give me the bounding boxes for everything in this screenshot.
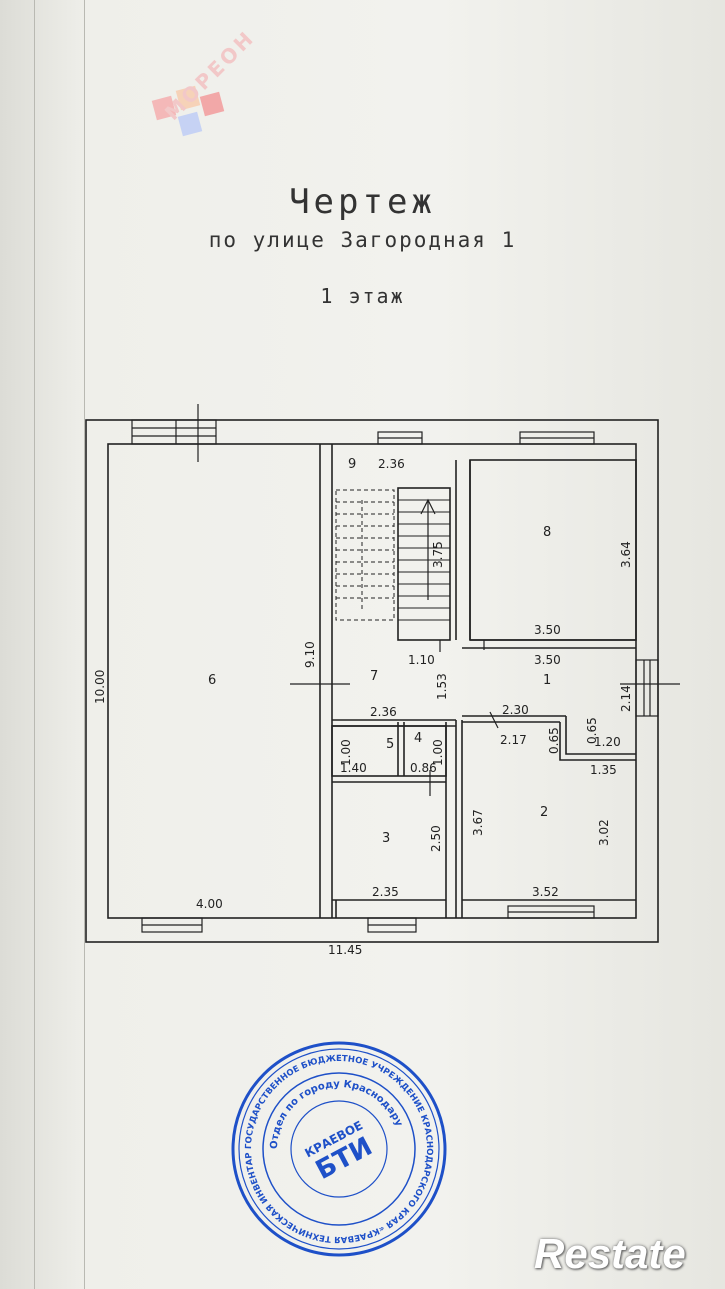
dim-stair-length: 3.75: [431, 541, 445, 568]
room-number-7: 7: [370, 669, 378, 684]
drawing-subtitle: по улице Загородная 1: [208, 228, 517, 252]
dim-r2-left: 3.67: [471, 809, 485, 836]
drawing-title: Чертеж: [289, 182, 436, 222]
dim-r8-width: 3.50: [534, 623, 561, 637]
dim-r5-width: 1.40: [340, 761, 367, 775]
dim-step-b: 0.65: [585, 717, 599, 744]
paper-edge-line: [34, 0, 35, 1289]
restate-watermark: Restate: [534, 1230, 686, 1277]
dim-r1-height: 2.14: [619, 685, 633, 712]
dim-step-a: 0.65: [547, 727, 561, 754]
dim-r9-width: 2.36: [378, 457, 405, 471]
dim-r2-right: 3.02: [597, 819, 611, 846]
room-number-8: 8: [543, 525, 551, 540]
room-number-4: 4: [414, 731, 422, 746]
room-number-2: 2: [540, 805, 548, 820]
dim-step-c: 1.20: [594, 735, 621, 749]
room-number-1: 1: [543, 673, 551, 688]
dim-corr-width: 1.10: [408, 653, 435, 667]
dim-r2-width: 3.52: [532, 885, 559, 899]
dim-r3-height: 2.50: [429, 825, 443, 852]
dim-r4-width: 0.86: [410, 761, 437, 775]
room-number-3: 3: [382, 831, 390, 846]
room-number-5: 5: [386, 737, 394, 752]
dim-r1-width: 3.50: [534, 653, 561, 667]
dim-total-height: 10.00: [93, 670, 107, 704]
room-number-6: 6: [208, 673, 216, 688]
dim-r6-height: 9.10: [303, 641, 317, 668]
dim-r5-height: 1.00: [339, 739, 353, 766]
dim-r4-height: 1.00: [431, 739, 445, 766]
floor-label: 1 этаж: [320, 284, 405, 308]
dim-step-d: 1.35: [590, 763, 617, 777]
paper-edge-line: [84, 0, 85, 1289]
dim-r1-bottom: 2.30: [502, 703, 529, 717]
dim-r3-width: 2.35: [372, 885, 399, 899]
bti-stamp-icon: ГОСУДАРСТВЕННОЕ БЮДЖЕТНОЕ УЧРЕЖДЕНИЕ КРА…: [228, 1038, 447, 1257]
dim-r8-height: 3.64: [619, 541, 633, 568]
dim-r7-width: 2.36: [370, 705, 397, 719]
dim-total-width: 11.45: [328, 943, 362, 957]
room-number-9: 9: [348, 457, 356, 472]
dim-r6-width: 4.00: [196, 897, 223, 911]
dim-corr-height: 1.53: [435, 673, 449, 700]
dim-r2-top: 2.17: [500, 733, 527, 747]
moreon-logo-icon: [151, 85, 225, 137]
